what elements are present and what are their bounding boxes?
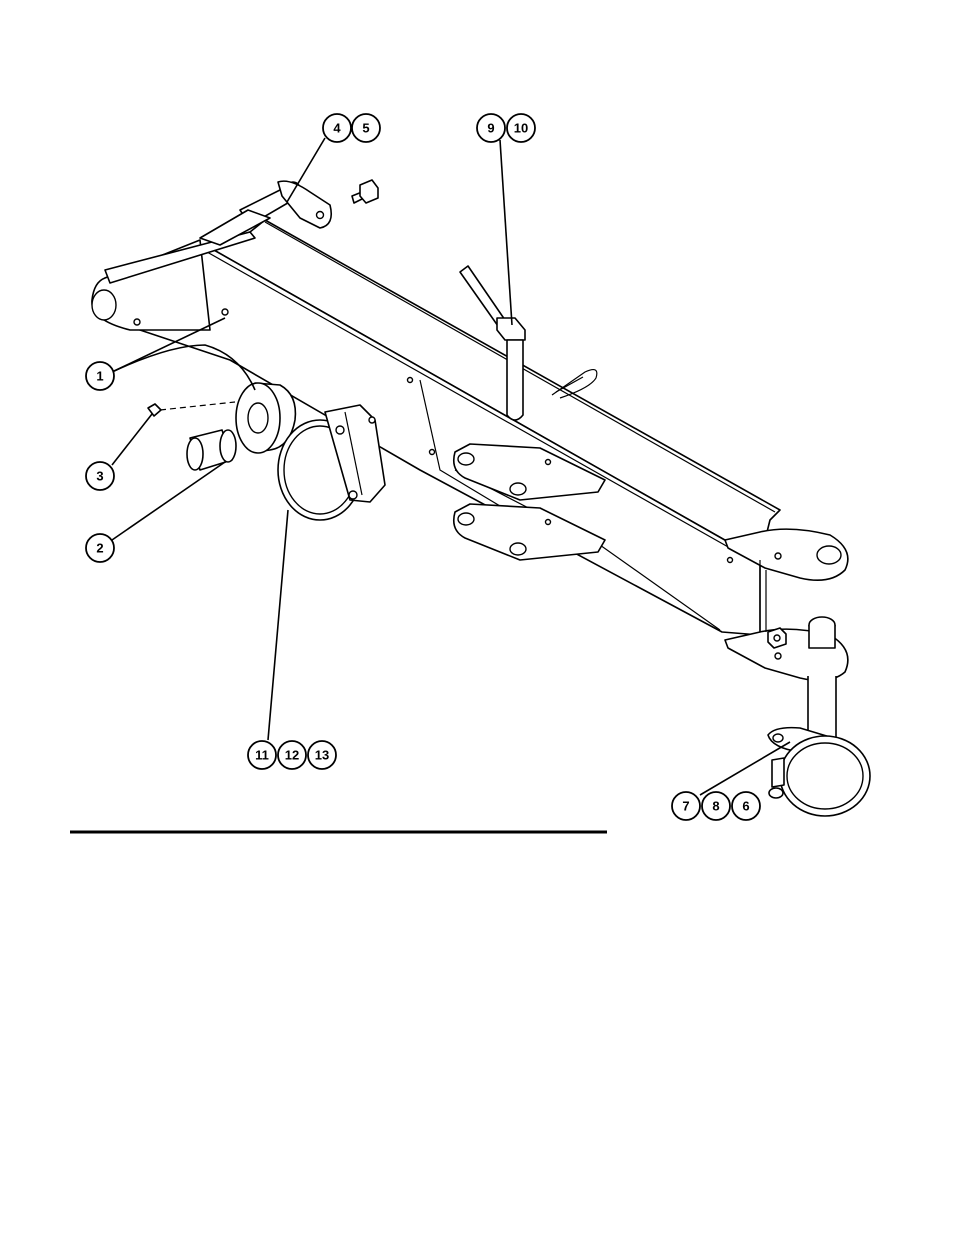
callout-8: 8 bbox=[702, 792, 730, 820]
svg-text:13: 13 bbox=[315, 748, 329, 763]
leader-3 bbox=[112, 414, 152, 465]
svg-text:10: 10 bbox=[514, 121, 528, 136]
svg-text:9: 9 bbox=[487, 121, 494, 136]
callout-11: 11 bbox=[248, 741, 276, 769]
svg-text:1: 1 bbox=[96, 369, 103, 384]
callout-3: 3 bbox=[86, 462, 114, 490]
callout-5: 5 bbox=[352, 114, 380, 142]
callout-4: 4 bbox=[323, 114, 351, 142]
svg-text:3: 3 bbox=[96, 469, 103, 484]
callout-13: 13 bbox=[308, 741, 336, 769]
callout-7: 7 bbox=[672, 792, 700, 820]
sleeve bbox=[187, 430, 236, 470]
callout-10: 10 bbox=[507, 114, 535, 142]
leader-2 bbox=[112, 462, 225, 540]
leader-9-10 bbox=[500, 140, 512, 325]
callout-1: 1 bbox=[86, 362, 114, 390]
svg-text:4: 4 bbox=[333, 121, 341, 136]
callout-6: 6 bbox=[732, 792, 760, 820]
svg-text:8: 8 bbox=[712, 799, 719, 814]
svg-text:2: 2 bbox=[96, 541, 103, 556]
callout-2: 2 bbox=[86, 534, 114, 562]
lynch-pin-assembly bbox=[768, 728, 870, 816]
svg-text:12: 12 bbox=[285, 748, 299, 763]
svg-text:11: 11 bbox=[255, 748, 269, 763]
bolt bbox=[352, 180, 378, 203]
svg-text:5: 5 bbox=[362, 121, 369, 136]
drawbar-beam bbox=[92, 220, 780, 635]
svg-text:7: 7 bbox=[682, 799, 689, 814]
svg-text:6: 6 bbox=[742, 799, 749, 814]
grease-fitting bbox=[148, 402, 235, 416]
leader-11-13 bbox=[268, 510, 288, 740]
callout-9: 9 bbox=[477, 114, 505, 142]
callout-12: 12 bbox=[278, 741, 306, 769]
